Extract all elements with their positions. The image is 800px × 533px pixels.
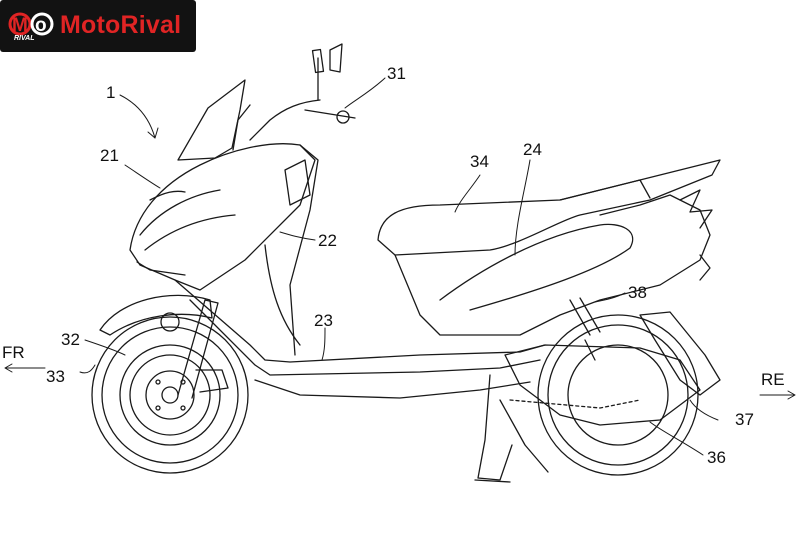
label-24-body-cover: 24 <box>523 140 542 159</box>
drive-belt <box>509 399 641 409</box>
label-32-front-fork: 32 <box>61 330 80 349</box>
floor-board <box>174 279 546 399</box>
direction-rear-label: RE <box>761 370 785 389</box>
rear-body-cover <box>394 189 713 336</box>
label-22-leg-shield: 22 <box>318 231 337 250</box>
svg-text:M: M <box>12 15 28 36</box>
front-fender <box>99 294 213 336</box>
logo-badge-text: RIVAL <box>14 35 35 42</box>
label-31-handlebar: 31 <box>387 64 406 83</box>
svg-text:o: o <box>35 15 47 36</box>
direction-front-label: FR <box>2 343 25 362</box>
handlebar <box>249 43 356 141</box>
label-21-front-cover: 21 <box>100 146 119 165</box>
label-38-rear-suspension: 38 <box>628 283 647 302</box>
label-36-rear-wheel: 36 <box>707 448 726 467</box>
rear-wheel <box>537 314 699 476</box>
leader-lines <box>4 77 796 456</box>
label-23-floor: 23 <box>314 311 333 330</box>
logo-brand-text: MotoRival <box>60 11 182 39</box>
rear-suspension <box>569 297 601 361</box>
swing-arm <box>504 344 701 426</box>
label-37-rear-fender: 37 <box>735 410 754 429</box>
label-1-overall: 1 <box>106 83 116 102</box>
label-33-front-wheel: 33 <box>46 367 65 386</box>
front-fork <box>177 299 229 399</box>
rear-fender <box>639 311 721 396</box>
front-body-cover <box>129 143 316 291</box>
center-stand <box>474 374 549 483</box>
motorival-logo: M o RIVAL MotoRival <box>0 0 196 52</box>
motorival-badge-icon: M o <box>8 12 54 36</box>
seat <box>377 159 721 256</box>
front-wheel <box>91 316 249 474</box>
leg-shield <box>264 144 319 356</box>
windscreen <box>177 79 246 161</box>
label-34-seat: 34 <box>470 152 489 171</box>
